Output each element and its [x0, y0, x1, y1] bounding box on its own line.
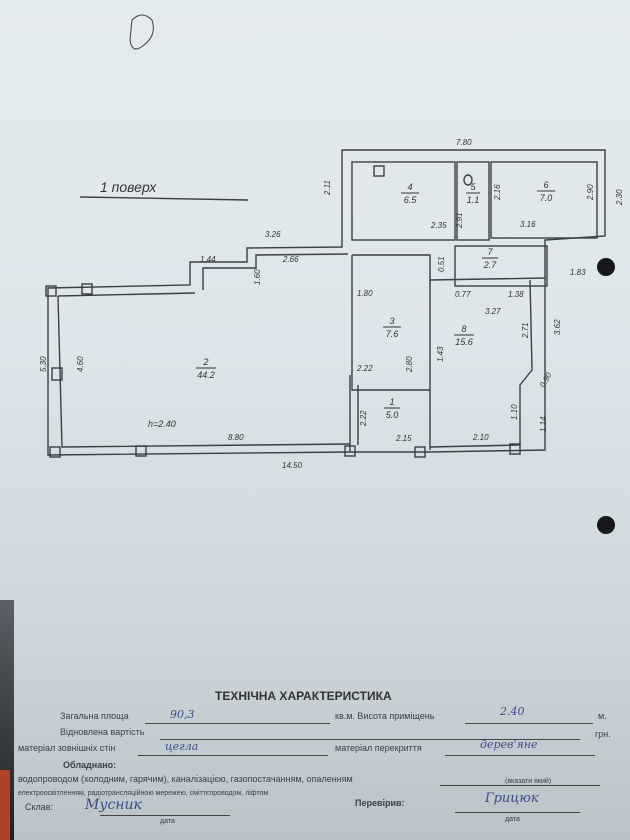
dimension: 1.80: [357, 289, 373, 298]
dimension: 3.62: [553, 319, 562, 335]
svg-text:8: 8: [461, 324, 466, 334]
dimension: 2.35: [430, 221, 447, 230]
height-value: 2.40: [500, 705, 525, 718]
dimension: 2.90: [586, 184, 595, 201]
floor-label: 1 поверх: [100, 179, 157, 195]
svg-text:7.6: 7.6: [386, 329, 399, 339]
ceiling-value: дерев'яне: [480, 738, 538, 751]
room-8: 815.6: [454, 324, 474, 347]
total-area-value: 90,3: [170, 708, 195, 721]
equipped-line-1: водопроводом (холодним, гарячим), каналі…: [18, 774, 353, 784]
room-2: 244.2: [196, 357, 216, 380]
svg-text:7: 7: [487, 247, 493, 257]
dimension: 1.14: [539, 416, 548, 432]
dimension: 2.11: [323, 180, 332, 196]
dimension: 2.91: [455, 212, 464, 229]
svg-text:2: 2: [202, 357, 208, 367]
dimension: 0.51: [437, 256, 446, 272]
dimension: 0.77: [455, 290, 471, 299]
compiled-signature: Мусник: [85, 797, 142, 813]
room-5: 51.1: [466, 182, 480, 205]
field-line: [138, 755, 328, 756]
room-4: 46.5: [401, 182, 419, 205]
dimension: 3.16: [520, 220, 536, 229]
room-1: 15.0: [384, 397, 400, 420]
svg-text:6: 6: [543, 180, 548, 190]
svg-text:15.6: 15.6: [455, 337, 473, 347]
restored-value-label: Відновлена вартість: [60, 727, 145, 737]
ceiling-label: матеріал перекриття: [335, 743, 422, 753]
dimension: 1.43: [436, 346, 445, 362]
form-title: ТЕХНІЧНА ХАРАКТЕРИСТИКА: [215, 689, 392, 703]
dimension: 1.10: [510, 404, 519, 420]
dimension: 2.66: [282, 255, 299, 264]
ceiling-height: h=2.40: [148, 419, 176, 429]
checked-signature: Грицюк: [485, 791, 539, 806]
dimension: 5.30: [39, 356, 48, 372]
dimension: 4.60: [76, 356, 85, 372]
punch-hole: [597, 258, 615, 276]
photo-edge-red: [0, 770, 10, 840]
svg-text:1: 1: [389, 397, 394, 407]
dimension: 2.71: [521, 322, 530, 339]
total-length: 14.50: [282, 461, 303, 470]
room-labels: 15.0 244.2 37.6 46.5 51.1 67.0 72.7 815.…: [196, 180, 555, 420]
field-line: [160, 739, 580, 740]
svg-text:44.2: 44.2: [197, 370, 215, 380]
field-line: [440, 785, 600, 786]
svg-text:2.7: 2.7: [483, 260, 498, 270]
date-label: дата: [160, 818, 175, 825]
equipped-label: Обладнано:: [63, 760, 117, 770]
punch-hole: [597, 516, 615, 534]
dimension: 2.22: [359, 410, 368, 427]
total-area-label: Загальна площа: [60, 711, 129, 721]
field-line: [445, 755, 595, 756]
dimension: 1.44: [200, 255, 216, 264]
walls-label: матеріал зовнішніх стін: [18, 743, 116, 753]
dimension: 3.27: [485, 307, 501, 316]
room-7: 72.7: [482, 247, 498, 270]
dimension: 1.83: [570, 268, 586, 277]
height-unit: м.: [598, 711, 607, 721]
dimension: 2.22: [356, 364, 373, 373]
room-3: 37.6: [383, 316, 401, 339]
equipped-line-2: електроосвітленням, радіотрансляційною м…: [18, 790, 269, 797]
dimension: 1.60: [253, 269, 262, 285]
date-label: дата: [505, 816, 520, 823]
checked-label: Перевірив:: [355, 798, 405, 808]
svg-text:6.5: 6.5: [404, 195, 418, 205]
dimension: 1.38: [508, 290, 524, 299]
dimension: 0.90: [538, 371, 554, 389]
dimension: 2.30: [615, 189, 624, 206]
dimension: 7.80: [456, 138, 472, 147]
svg-text:7.0: 7.0: [540, 193, 553, 203]
svg-text:3: 3: [389, 316, 394, 326]
dimension: 8.80: [228, 433, 244, 442]
svg-text:5.0: 5.0: [386, 410, 399, 420]
floor-label-underline: [79, 196, 249, 201]
field-line: [465, 723, 593, 724]
technical-characteristics-form: ТЕХНІЧНА ХАРАКТЕРИСТИКА Загальна площа 9…: [0, 685, 630, 840]
signature-line: [100, 815, 230, 816]
currency-label: грн.: [595, 729, 611, 739]
room-6: 67.0: [537, 180, 555, 203]
svg-text:4: 4: [407, 182, 412, 192]
svg-text:5: 5: [470, 182, 476, 192]
signature-line: [455, 812, 580, 813]
field-line: [145, 723, 330, 724]
plan-walls: [45, 14, 606, 458]
dimension: 2.15: [395, 434, 412, 443]
svg-text:1.1: 1.1: [467, 195, 480, 205]
dimension-labels: 7.80 2.11 3.26 1.44 2.66 1.60 2.35 2.91 …: [39, 138, 624, 470]
corner-scribble: [129, 14, 154, 50]
specify-hint: (вказати який): [505, 778, 552, 785]
floor-plan: 1 поверх 7.80 2.11 3.26 1.44 2.66 1.60 2…: [39, 14, 624, 470]
dimension: 2.10: [472, 433, 489, 442]
area-unit-label: кв.м. Висота приміщень: [335, 711, 435, 721]
dimension: 2.80: [405, 356, 414, 373]
compiled-label: Склав:: [25, 802, 54, 812]
walls-value: цегла: [165, 740, 199, 753]
dimension: 2.16: [493, 184, 502, 201]
dimension: 3.26: [265, 230, 281, 239]
